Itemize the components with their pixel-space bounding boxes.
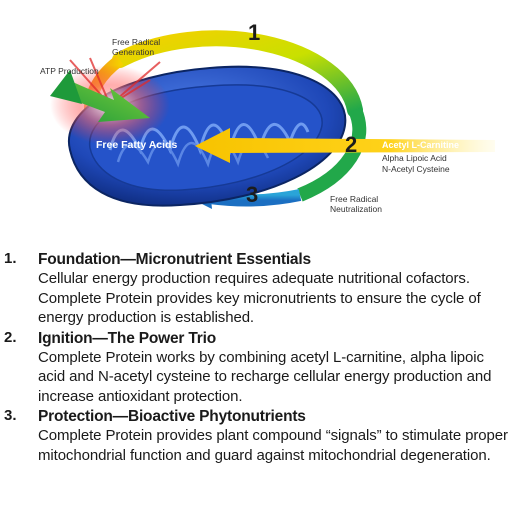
item-heading: Foundation—Micronutrient Essentials xyxy=(38,251,311,268)
item-number: 3. xyxy=(4,407,17,424)
list-item: 3. Protection—Bioactive Phytonutrients C… xyxy=(0,407,510,465)
cycle-arc-top xyxy=(112,30,363,118)
atp-arrowhead xyxy=(50,70,82,104)
list-item: 1. Foundation—Micronutrient Essentials C… xyxy=(0,250,510,328)
label-atp-production: ATP Production xyxy=(40,66,99,76)
label-alpha-lipoic-acid: Alpha Lipoic Acid xyxy=(382,153,447,163)
item-heading: Ignition—The Power Trio xyxy=(38,329,216,347)
atp-arrow xyxy=(60,80,150,122)
label-free-radical-neutralization-line1: Free Radical xyxy=(330,194,378,204)
benefits-list: 1. Foundation—Micronutrient Essentials C… xyxy=(0,250,510,466)
label-free-radical-neutralization-line2: Neutralization xyxy=(330,204,382,214)
list-item: 2. Ignition—The Power Trio Complete Prot… xyxy=(0,329,510,407)
label-n-acetyl-cysteine: N-Acetyl Cysteine xyxy=(382,164,450,174)
cycle-arc-right xyxy=(297,107,367,202)
label-free-fatty-acids: Free Fatty Acids xyxy=(96,139,177,151)
step-number-1: 1 xyxy=(248,20,260,45)
item-heading: Protection—Bioactive Phytonutrients xyxy=(38,408,306,425)
mitochondria-cycle-diagram: 1 2 3 Free Radical Generation ATP Produc… xyxy=(40,20,495,214)
step-number-3: 3 xyxy=(246,182,258,207)
label-free-radical-generation-line1: Free Radical xyxy=(112,37,160,47)
item-body: Complete Protein works by combining acet… xyxy=(38,348,492,405)
step-number-2: 2 xyxy=(345,132,357,157)
item-number: 2. xyxy=(4,328,17,346)
label-acetyl-l-carnitine: Acetyl L-Carnitine xyxy=(382,140,459,150)
item-body: Complete Protein provides plant compound… xyxy=(38,427,508,464)
label-free-radical-generation-line2: Generation xyxy=(112,47,154,57)
acetyl-arrow xyxy=(195,128,495,163)
item-number: 1. xyxy=(4,250,17,267)
item-body: Cellular energy production requires adeq… xyxy=(38,270,481,326)
